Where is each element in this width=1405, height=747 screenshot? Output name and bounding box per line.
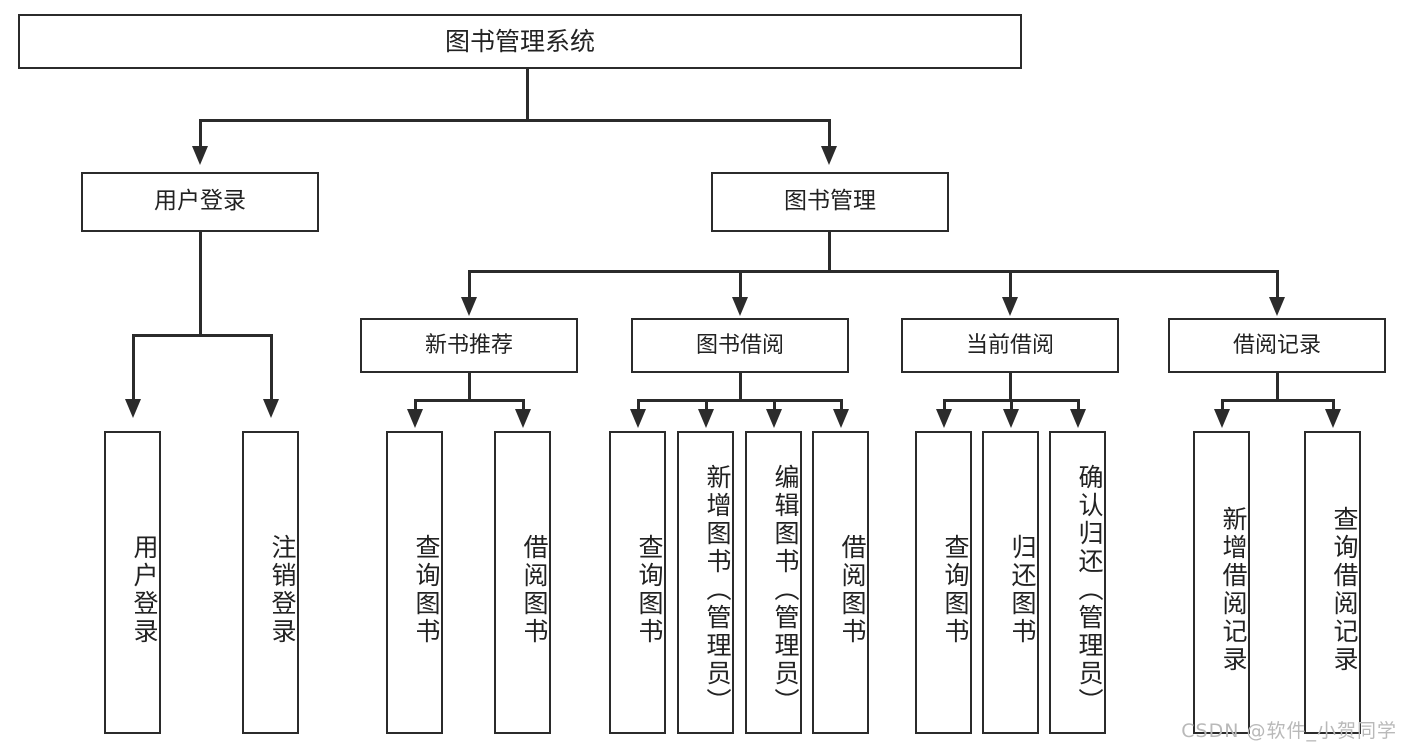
connector-drop-new-book-recommend — [468, 270, 471, 300]
leaf-add-record[interactable]: 新增借阅记录 — [1193, 431, 1250, 734]
leaf-query-book-2[interactable]: 查询图书 — [609, 431, 666, 734]
leaf-label: 新增图书（管理员） — [703, 463, 732, 716]
leaf-label: 确认归还（管理员） — [1075, 463, 1104, 716]
connector-borrow-record-stem — [1276, 373, 1279, 401]
leaf-label: 新增借阅记录 — [1219, 505, 1248, 674]
leaf-label: 查询图书 — [941, 533, 970, 646]
connector-user-login-bus — [132, 334, 272, 337]
connector-current-borrow-stem — [1009, 373, 1012, 401]
connector-user-login-stem — [199, 232, 202, 336]
connector-book-borrow-bus — [637, 399, 841, 402]
node-label: 当前借阅 — [965, 332, 1054, 358]
node-book-manage[interactable]: 图书管理 — [711, 172, 949, 232]
node-borrow-record[interactable]: 借阅记录 — [1168, 318, 1386, 373]
connector-root-stem — [526, 69, 529, 121]
leaf-label: 借阅图书 — [838, 533, 867, 646]
connector-drop-leaf-return-book — [1010, 399, 1013, 411]
arrowhead-leaf-query-record — [1325, 409, 1341, 428]
arrowhead-current-borrow — [1002, 297, 1018, 316]
connector-drop-leaf-user-login — [132, 334, 135, 402]
arrowhead-leaf-add-book — [698, 409, 714, 428]
leaf-edit-book[interactable]: 编辑图书（管理员） — [745, 431, 802, 734]
connector-drop-leaf-query-book-1 — [414, 399, 417, 411]
arrowhead-leaf-add-record — [1214, 409, 1230, 428]
connector-drop-leaf-query-book-2 — [637, 399, 640, 411]
connector-drop-leaf-query-record — [1332, 399, 1335, 411]
leaf-query-record[interactable]: 查询借阅记录 — [1304, 431, 1361, 734]
connector-new-book-recommend-bus — [414, 399, 524, 402]
connector-borrow-record-bus — [1221, 399, 1334, 402]
arrowhead-leaf-borrow-book-2 — [833, 409, 849, 428]
leaf-query-book-1[interactable]: 查询图书 — [386, 431, 443, 734]
arrowhead-leaf-borrow-book-1 — [515, 409, 531, 428]
connector-drop-book-borrow — [739, 270, 742, 300]
node-current-borrow[interactable]: 当前借阅 — [901, 318, 1119, 373]
leaf-label: 归还图书 — [1008, 533, 1037, 646]
leaf-add-book[interactable]: 新增图书（管理员） — [677, 431, 734, 734]
connector-drop-borrow-record — [1276, 270, 1279, 300]
arrowhead-user-login — [192, 146, 208, 165]
connector-drop-leaf-user-logout — [270, 334, 273, 402]
node-label: 用户登录 — [154, 188, 246, 215]
leaf-user-logout[interactable]: 注销登录 — [242, 431, 299, 734]
connector-book-borrow-stem — [739, 373, 742, 401]
connector-drop-user-login — [199, 119, 202, 149]
node-new-book-recommend[interactable]: 新书推荐 — [360, 318, 578, 373]
connector-drop-leaf-borrow-book-2 — [840, 399, 843, 411]
leaf-return-book[interactable]: 归还图书 — [982, 431, 1039, 734]
leaf-query-book-3[interactable]: 查询图书 — [915, 431, 972, 734]
arrowhead-leaf-user-login — [125, 399, 141, 418]
connector-drop-leaf-add-book — [705, 399, 708, 411]
node-label: 新书推荐 — [424, 332, 513, 358]
arrowhead-leaf-user-logout — [263, 399, 279, 418]
arrowhead-leaf-query-book-1 — [407, 409, 423, 428]
arrowhead-leaf-query-book-2 — [630, 409, 646, 428]
arrowhead-leaf-query-book-3 — [936, 409, 952, 428]
arrowhead-borrow-record — [1269, 297, 1285, 316]
connector-drop-leaf-query-book-3 — [943, 399, 946, 411]
node-book-borrow[interactable]: 图书借阅 — [631, 318, 849, 373]
node-user-login[interactable]: 用户登录 — [81, 172, 319, 232]
leaf-label: 查询图书 — [412, 533, 441, 646]
connector-drop-book-manage — [828, 119, 831, 149]
leaf-label: 用户登录 — [130, 533, 159, 646]
leaf-user-login[interactable]: 用户登录 — [104, 431, 161, 734]
leaf-borrow-book-2[interactable]: 借阅图书 — [812, 431, 869, 734]
arrowhead-new-book-recommend — [461, 297, 477, 316]
connector-drop-leaf-add-record — [1221, 399, 1224, 411]
leaf-confirm-return[interactable]: 确认归还（管理员） — [1049, 431, 1106, 734]
connector-drop-leaf-edit-book — [773, 399, 776, 411]
leaf-label: 借阅图书 — [520, 533, 549, 646]
leaf-label: 注销登录 — [268, 533, 297, 646]
node-label: 图书管理 — [784, 188, 876, 215]
connector-drop-current-borrow — [1009, 270, 1012, 300]
node-root-system[interactable]: 图书管理系统 — [18, 14, 1022, 69]
leaf-label: 编辑图书（管理员） — [771, 463, 800, 716]
node-label: 图书管理系统 — [444, 26, 595, 56]
node-label: 借阅记录 — [1232, 332, 1321, 358]
connector-root-bus — [199, 119, 831, 122]
arrowhead-leaf-return-book — [1003, 409, 1019, 428]
arrowhead-book-manage — [821, 146, 837, 165]
leaf-label: 查询借阅记录 — [1330, 505, 1359, 674]
connector-new-book-recommend-stem — [468, 373, 471, 401]
connector-drop-leaf-confirm-return — [1077, 399, 1080, 411]
connector-drop-leaf-borrow-book-1 — [522, 399, 525, 411]
connector-book-manage-stem — [828, 232, 831, 272]
arrowhead-leaf-confirm-return — [1070, 409, 1086, 428]
csdn-watermark: CSDN @软件_小贺同学 — [1181, 720, 1397, 742]
arrowhead-leaf-edit-book — [766, 409, 782, 428]
leaf-label: 查询图书 — [635, 533, 664, 646]
leaf-borrow-book-1[interactable]: 借阅图书 — [494, 431, 551, 734]
node-label: 图书借阅 — [695, 332, 784, 358]
connector-book-manage-bus — [468, 270, 1279, 273]
arrowhead-book-borrow — [732, 297, 748, 316]
